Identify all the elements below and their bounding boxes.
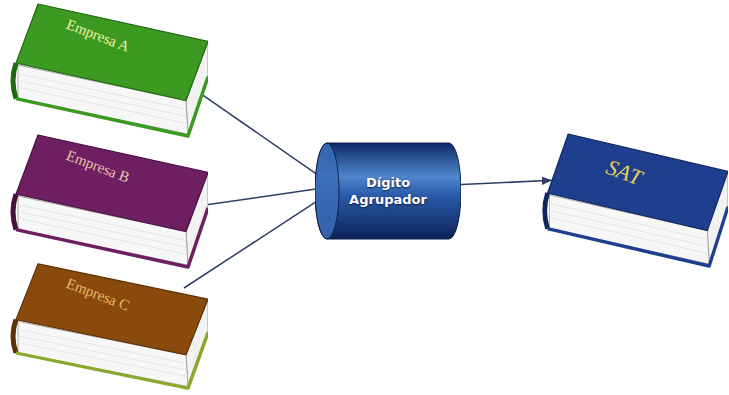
book-shape [8,2,208,140]
book-shape [8,262,208,392]
book-node: SAT [540,132,728,270]
connector-arrow [188,85,330,183]
book-shape [540,132,728,270]
book-node: Empresa C [8,262,208,392]
book-node: Empresa A [8,2,208,140]
connector-arrow [451,180,552,185]
book-shape [8,133,208,271]
cylinder-shape [315,142,461,240]
cylinder-label: Dígito Agrupador [337,174,439,208]
book-node: Empresa B [8,133,208,271]
cylinder-node: Dígito Agrupador [315,142,461,240]
